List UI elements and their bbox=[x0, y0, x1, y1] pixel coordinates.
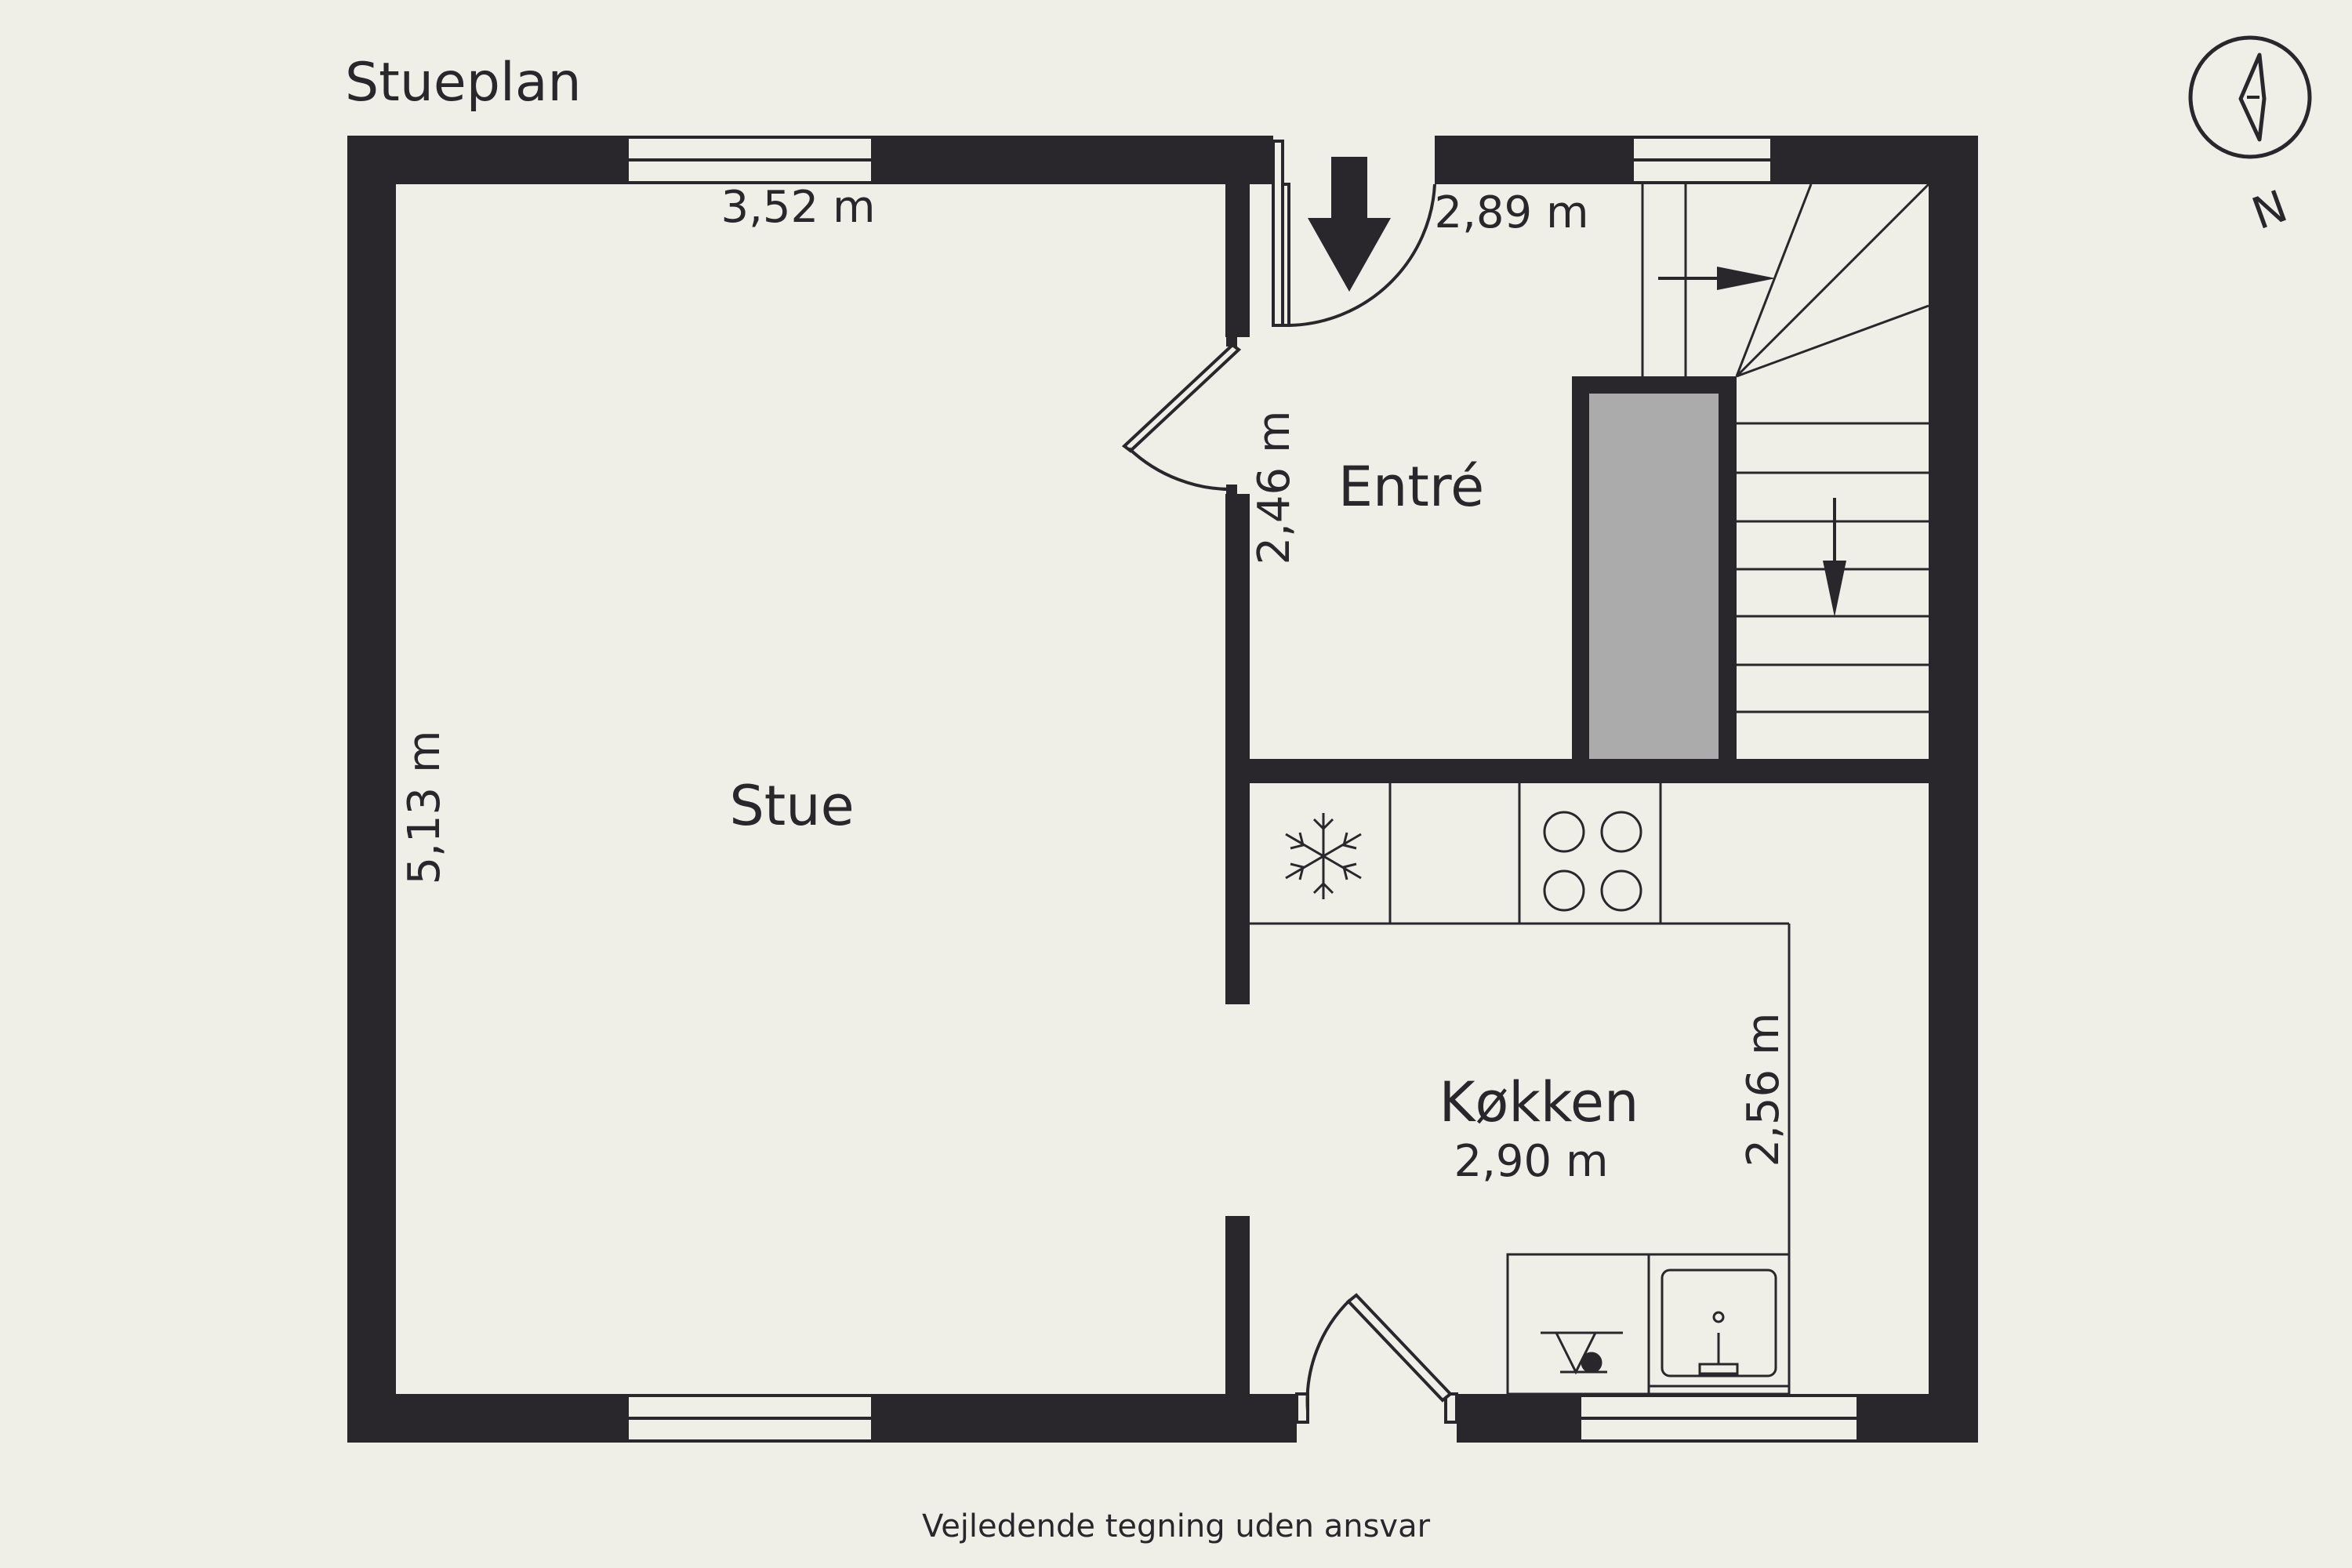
dimension-kokken-width: 2,90 m bbox=[1454, 1136, 1608, 1187]
dimension-entre-width: 2,89 m bbox=[1434, 187, 1588, 238]
room-label-entre: Entré bbox=[1338, 455, 1484, 519]
dimension-stue-length: 5,13 m bbox=[399, 730, 450, 884]
living-room-door bbox=[1121, 336, 1242, 495]
back-door bbox=[1295, 1293, 1458, 1424]
walls bbox=[347, 136, 1978, 1443]
plan-title: Stueplan bbox=[345, 52, 582, 114]
sink-icon bbox=[1649, 1269, 1789, 1388]
windows bbox=[626, 136, 1860, 1443]
front-door bbox=[1272, 140, 1436, 327]
staircase bbox=[1589, 183, 1930, 759]
room-label-stue: Stue bbox=[729, 774, 854, 838]
room-label-kokken: Køkken bbox=[1439, 1070, 1639, 1134]
washer-icon bbox=[1541, 1331, 1623, 1375]
disclaimer: Vejledende tegning uden ansvar bbox=[922, 1508, 1431, 1544]
compass-north-label: N bbox=[2245, 181, 2294, 240]
stair-direction-arrows bbox=[1658, 267, 1846, 617]
compass-icon bbox=[2188, 35, 2312, 159]
snowflake-icon bbox=[1285, 813, 1362, 899]
entrance-arrow-icon bbox=[1308, 157, 1391, 292]
kitchen-counter bbox=[1250, 783, 1791, 1396]
dimension-entre-length: 2,46 m bbox=[1249, 410, 1300, 564]
dimension-stue-width: 3,52 m bbox=[720, 182, 875, 233]
dimension-kokken-length: 2,56 m bbox=[1738, 1012, 1789, 1167]
hob-icon bbox=[1543, 811, 1642, 912]
